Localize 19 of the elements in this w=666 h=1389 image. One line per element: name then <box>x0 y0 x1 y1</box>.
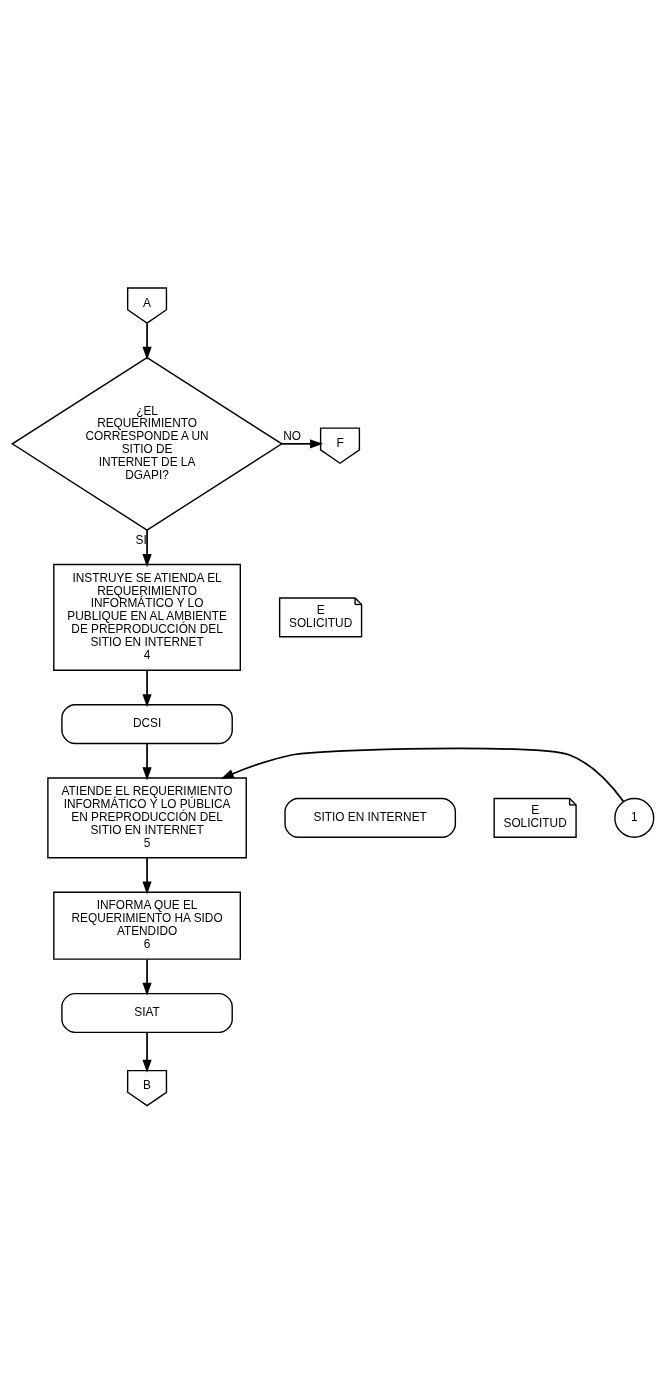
arrow <box>142 669 152 707</box>
node-box: SIAT <box>61 992 233 1033</box>
arrow <box>142 1031 152 1073</box>
arrow <box>281 438 324 448</box>
node-box: INFORMA QUE EL REQUERIMIENTO HA SIDO ATENDIDO 6 <box>53 891 241 960</box>
node-circle: 1 <box>614 797 655 838</box>
node-box: INSTRUYE SE ATIENDA EL REQUERIMIENTO INFORMÁTICO Y LO PUBLIQUE EN AL AMBIENTE DE PREPRODUCCIÓN DEL SITIO EN INTERNET 4 <box>53 563 241 671</box>
edge-label: NO <box>283 428 301 443</box>
arrow <box>142 856 152 895</box>
edge-label: SI <box>135 532 147 547</box>
arrow <box>142 742 152 780</box>
arrow <box>220 747 625 802</box>
node-box: DCSI <box>61 703 233 744</box>
arrow <box>142 528 152 567</box>
node-diamond: ¿EL REQUERIMIENTO CORRESPONDE A UN SITIO DE INTERNET DE LA DGAPI? <box>11 356 284 531</box>
arrow <box>142 322 152 360</box>
node-box: ATIENDE EL REQUERIMIENTO INFORMÁTICO Y LO PÚBLICA EN PREPRODUCCIÓN DEL SITIO EN INTERNET 5 <box>47 776 247 858</box>
node-box: SITIO EN INTERNET <box>284 797 457 838</box>
arrow <box>142 958 152 996</box>
